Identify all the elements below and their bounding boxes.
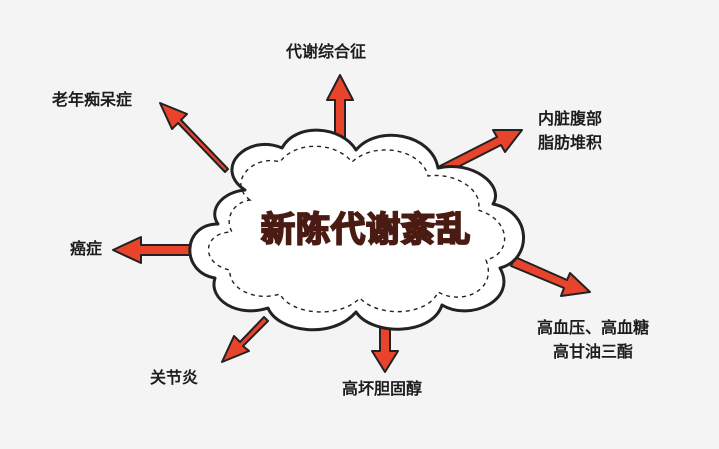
label-arthritis: 关节炎: [150, 368, 199, 387]
arrow-dementia: [159, 102, 229, 173]
arrow-hypertension: [510, 256, 591, 297]
central-cloud: [188, 128, 525, 332]
arrow-arthritis: [221, 316, 269, 363]
label-hypertension-line1: 高血压、高血糖: [536, 318, 649, 337]
label-cholesterol: 高坏胆固醇: [342, 379, 423, 398]
center-title: 新陈代谢紊乱: [260, 209, 471, 251]
label-cancer: 癌症: [70, 239, 103, 258]
label-visceral-fat-line1: 内脏腹部: [537, 109, 602, 128]
label-visceral-fat-line2: 脂肪堆积: [537, 133, 602, 152]
label-metabolic-syndrome: 代谢综合征: [286, 42, 367, 61]
label-visceral-fat: 内脏腹部 脂肪堆积: [530, 107, 610, 155]
label-dementia: 老年痴呆症: [52, 90, 133, 109]
label-hypertension-line2: 高甘油三酯: [552, 342, 633, 361]
label-hypertension: 高血压、高血糖 高甘油三酯: [518, 316, 668, 364]
arrow-cancer: [112, 236, 201, 264]
